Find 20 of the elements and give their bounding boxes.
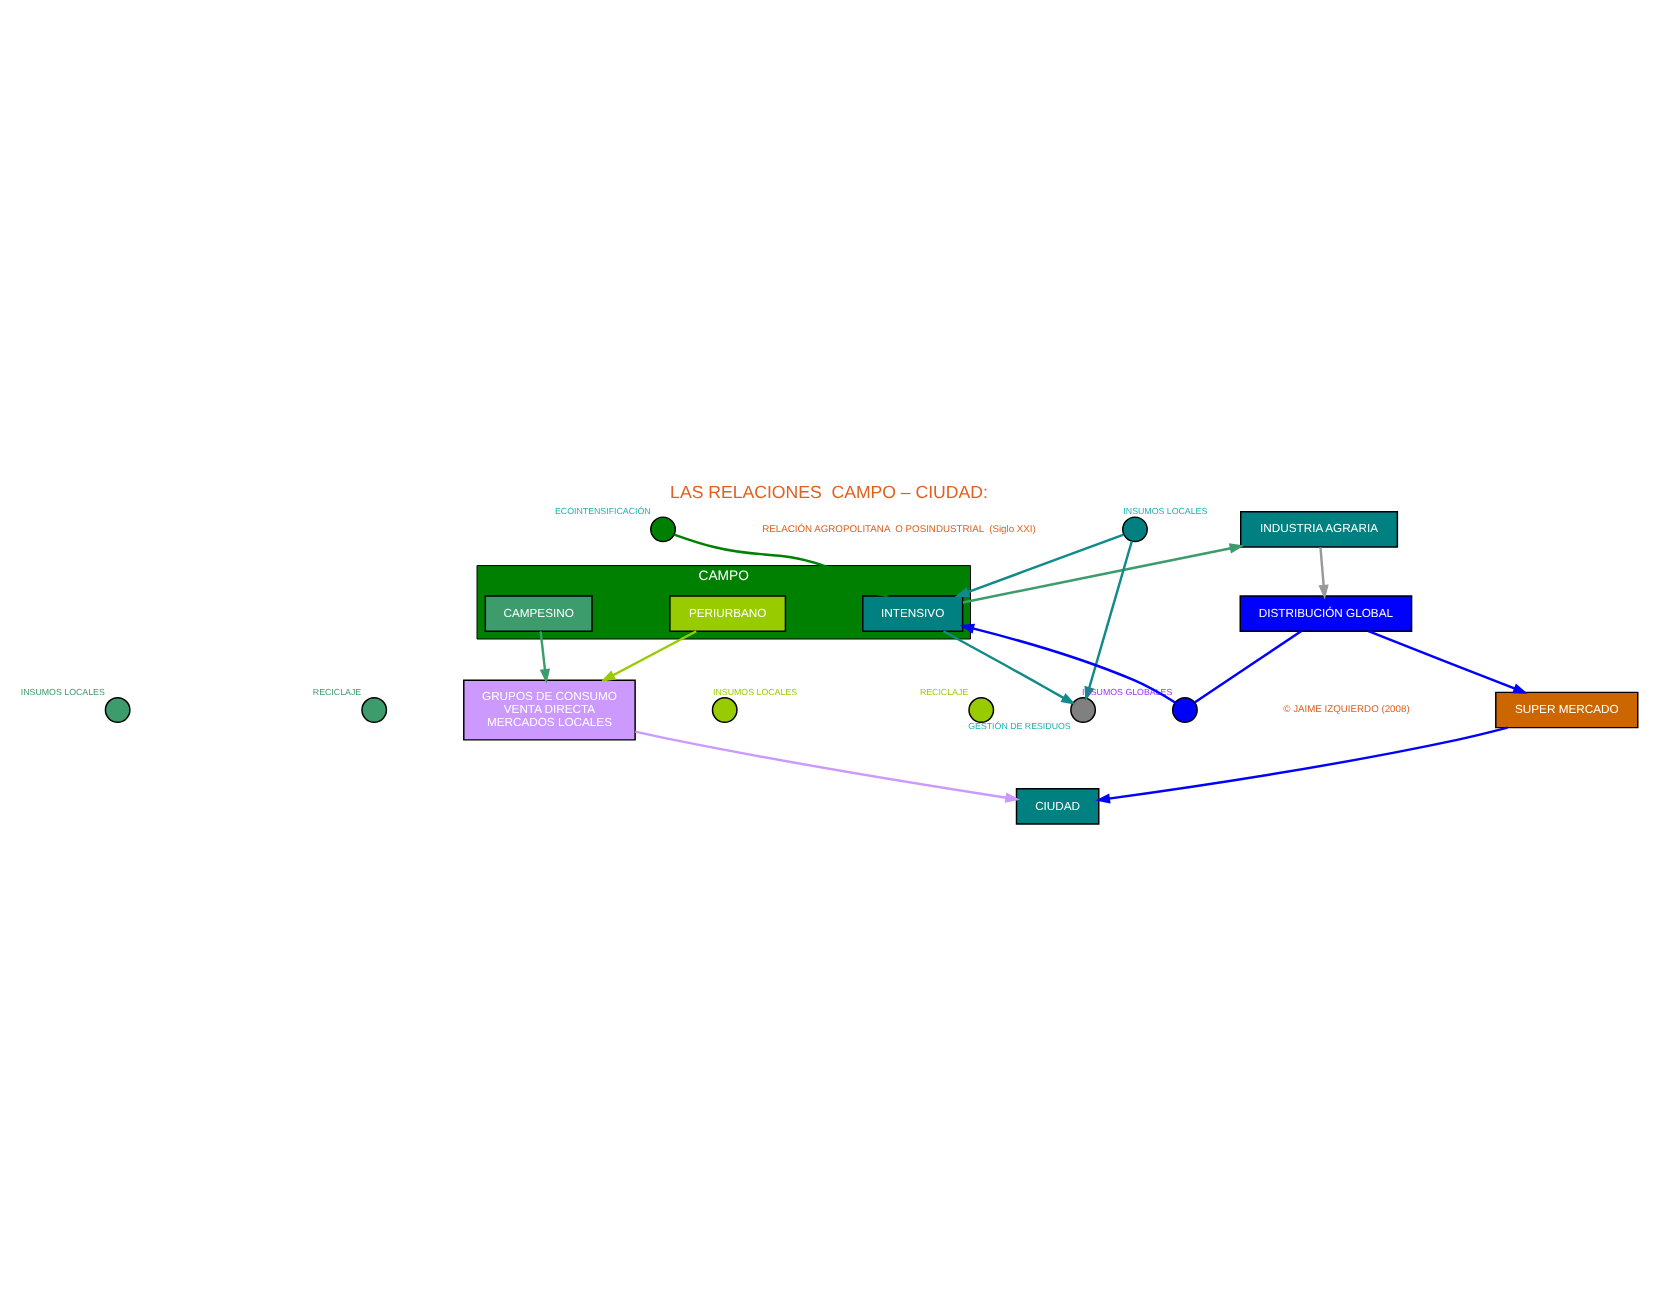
node-circle	[104, 696, 131, 722]
node-circle	[1171, 696, 1198, 722]
node-circle	[711, 696, 738, 722]
arrow	[635, 729, 1020, 802]
connector	[1193, 629, 1302, 703]
node-circle	[1070, 696, 1097, 722]
diagram-title: LAS RELACIONES CAMPO – CIUDAD:	[670, 480, 988, 501]
arrow	[962, 542, 1245, 603]
node-circle	[361, 696, 388, 722]
node-circle	[650, 515, 676, 542]
arrow	[942, 629, 1076, 704]
arrow	[539, 630, 551, 683]
arrow	[673, 532, 890, 597]
arrow	[1318, 546, 1329, 599]
arrow	[1095, 725, 1508, 803]
node-circle	[968, 696, 995, 722]
node-circle	[1122, 515, 1148, 542]
arrow	[1367, 629, 1528, 693]
arrow	[954, 532, 1125, 597]
arrow	[600, 629, 697, 681]
